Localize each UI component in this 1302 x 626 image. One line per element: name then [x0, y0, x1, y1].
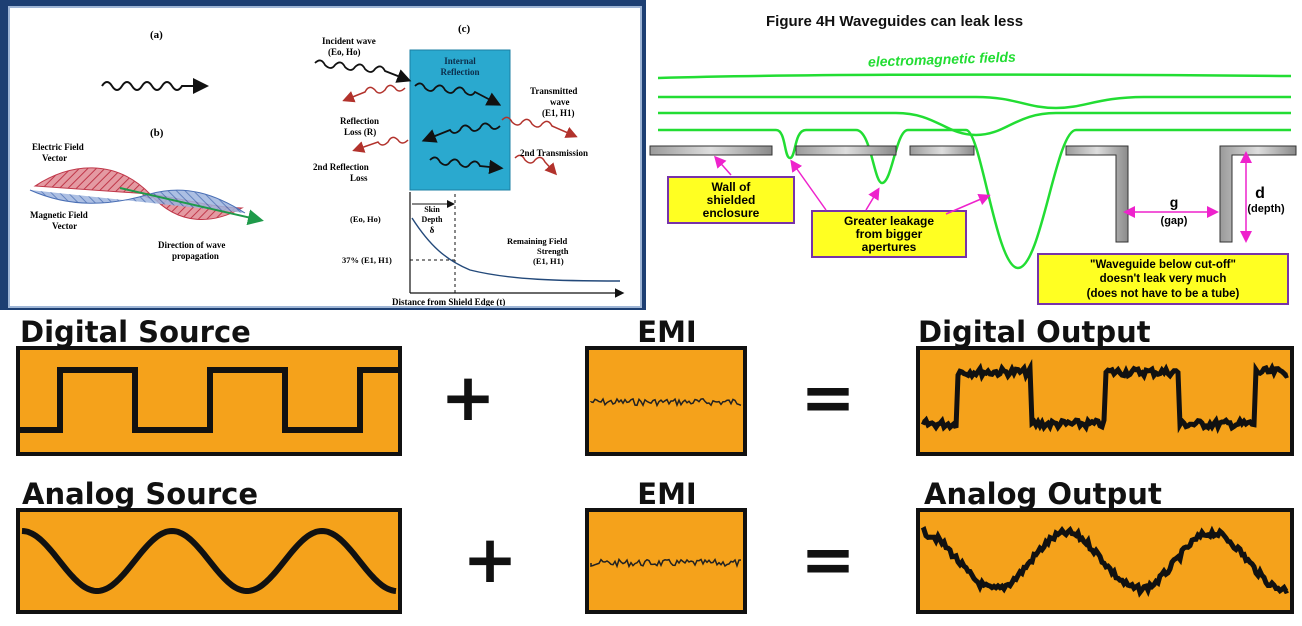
transmitted-label-1: Transmitted — [530, 86, 577, 96]
second-transmission-label: 2nd Transmission — [520, 148, 588, 158]
second-reflection-wave-icon — [352, 136, 409, 153]
incident-wave-label-2: (Eo, Ho) — [328, 47, 361, 57]
wall-segment-3 — [909, 145, 975, 156]
waveguide-right-wall — [1219, 145, 1297, 243]
remaining-field-label-1: Remaining Field — [507, 236, 567, 246]
shielding-diagram: (a) (b) Electric Field Vector Magnetic F… — [29, 23, 625, 307]
gap-label: (gap) — [1161, 215, 1188, 227]
internal-reflection-label-1: Internal — [444, 56, 476, 66]
skin-depth-label-1: Skin — [424, 205, 440, 214]
remaining-field-label-3: (E1, H1) — [533, 256, 564, 266]
waveguide-label-1: "Waveguide below cut-off" — [1090, 259, 1236, 271]
wall-label-2: shielded — [707, 193, 756, 207]
eo-ho-label: (Eo, Ho) — [350, 214, 381, 224]
remaining-field-label-2: Strength — [537, 246, 569, 256]
field-line-3 — [658, 111, 1291, 137]
direction-label-2: propagation — [172, 251, 219, 261]
label-c: (c) — [458, 23, 471, 35]
waveguide-label-3: (does not have to be a tube) — [1087, 288, 1240, 300]
electric-field-label-2: Vector — [42, 153, 67, 163]
emi-title-top: EMI — [637, 315, 696, 349]
leakage-label-3: apertures — [862, 240, 917, 254]
leakage-pointer-1-icon — [865, 187, 880, 211]
direction-label-1: Direction of wave — [158, 240, 225, 250]
gap-symbol: g — [1170, 194, 1179, 210]
plane-wave-icon — [101, 78, 209, 94]
electric-field-label-1: Electric Field — [32, 142, 84, 152]
digital-source-wave — [20, 367, 398, 433]
skin-depth-symbol: δ — [430, 225, 435, 235]
equals-sign-bottom: = — [800, 521, 855, 598]
waveguide-panel: Figure 4H Waveguides can leak less elect… — [646, 0, 1302, 312]
shielding-panel: (a) (b) Electric Field Vector Magnetic F… — [0, 0, 646, 310]
leakage-label-2: from bigger — [856, 227, 923, 241]
depth-label: (depth) — [1247, 203, 1285, 215]
equals-sign-top: = — [800, 359, 855, 436]
leakage-pointer-3-icon — [945, 194, 991, 215]
second-transmission-wave-icon — [514, 154, 558, 176]
waveguide-label-box — [1037, 253, 1289, 305]
waveguide-left-wall — [1065, 145, 1129, 243]
decay-curve — [411, 217, 621, 282]
wall-segment-1 — [649, 145, 773, 156]
analog-output-wave — [920, 525, 1289, 598]
emi-title-bottom: EMI — [637, 477, 696, 511]
emi-panel: Digital Source + EMI = Digital Output An… — [0, 312, 1302, 621]
wall-pointer-icon — [714, 155, 732, 176]
37-percent-label: 37% (E1, H1) — [342, 255, 392, 265]
field-line-1 — [657, 73, 1292, 80]
transmitted-label-2: wave — [550, 97, 570, 107]
incident-wave-icon — [314, 59, 412, 83]
emi-noise-bottom — [590, 557, 742, 569]
second-reflection-label-1: 2nd Reflection — [313, 162, 369, 172]
analog-output-title: Analog Output — [924, 477, 1162, 511]
shielding-panel-inner: (a) (b) Electric Field Vector Magnetic F… — [8, 6, 642, 308]
reflection-wave-icon — [342, 84, 406, 103]
second-reflection-label-2: Loss — [350, 173, 368, 183]
second-internal-wave-icon — [429, 156, 504, 175]
reflection-loss-label-1: Reflection — [340, 116, 379, 126]
emi-noise-top — [590, 397, 742, 408]
waveguide-label-2: doesn't leak very much — [1100, 273, 1227, 285]
internal-reflection-wave-icon — [421, 122, 501, 143]
figure-title: Figure 4H Waveguides can leak less — [766, 13, 1023, 30]
analog-source-wave — [21, 527, 397, 594]
analog-source-box — [16, 508, 402, 614]
internal-wave-icon — [414, 82, 502, 106]
skin-depth-label-2: Depth — [422, 215, 443, 224]
emi-box-bottom — [585, 508, 747, 614]
plus-sign-top: + — [440, 359, 495, 436]
waveguide-diagram: Figure 4H Waveguides can leak less elect… — [649, 13, 1297, 305]
leakage-label-box — [811, 210, 967, 258]
transmitted-wave-icon — [501, 116, 578, 138]
wall-segment-2 — [795, 145, 897, 156]
wall-label-1: Wall of — [712, 180, 752, 194]
magnetic-field-label-2: Vector — [52, 221, 77, 231]
wall-label-box — [667, 176, 795, 224]
incident-wave-label-1: Incident wave — [322, 36, 376, 46]
reflection-loss-label-2: Loss (R) — [344, 127, 376, 137]
analog-source-title: Analog Source — [22, 477, 258, 511]
internal-reflection-label-2: Reflection — [441, 67, 480, 77]
field-line-2 — [658, 95, 1291, 110]
leakage-pointer-2-icon — [790, 159, 827, 211]
emi-diagram: Digital Source + EMI = Digital Output An… — [16, 315, 1294, 614]
depth-symbol: d — [1255, 185, 1265, 202]
digital-source-title: Digital Source — [20, 315, 251, 349]
label-a: (a) — [150, 29, 163, 41]
leakage-label-1: Greater leakage — [844, 214, 934, 228]
digital-output-title: Digital Output — [918, 315, 1151, 349]
em-fields-label: electromagnetic fields — [868, 49, 1017, 70]
label-b: (b) — [150, 127, 164, 139]
digital-output-wave — [920, 358, 1289, 435]
transmitted-label-3: (E1, H1) — [542, 108, 575, 118]
propagation-arrow-icon — [119, 187, 264, 226]
magnetic-field-label-1: Magnetic Field — [30, 210, 88, 220]
wall-label-3: enclosure — [703, 206, 760, 220]
distance-axis-label: Distance from Shield Edge (t) — [392, 297, 505, 306]
plus-sign-bottom: + — [462, 521, 517, 598]
